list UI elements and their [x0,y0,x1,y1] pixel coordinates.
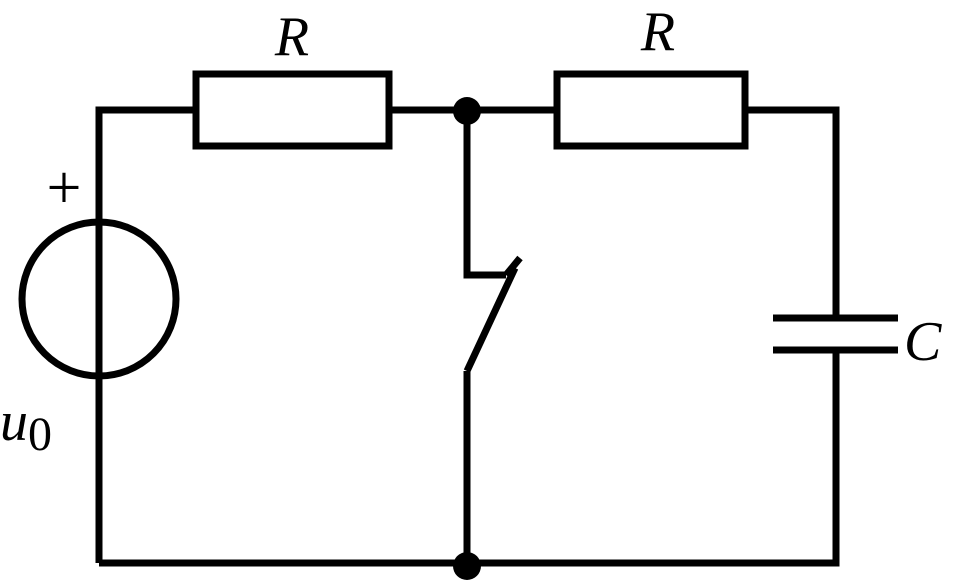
source-label-name: u [0,391,28,453]
resistor-left-label: R [274,6,309,68]
resistor-right-icon [553,70,749,150]
capacitor-icon [773,314,898,354]
wire-switch-upper [463,112,506,279]
wires [95,106,840,567]
wire-right-lower [99,350,840,567]
switch-icon [463,255,523,373]
switch-contact [503,255,523,278]
switch-blade [463,266,519,373]
wire-left-vertical [95,106,196,563]
wire-top-right [745,106,840,320]
source-label: u0 [0,391,52,461]
resistor-left-icon [192,70,393,150]
junction-node-top [453,97,481,125]
source-polarity-label: + [47,154,82,222]
capacitor-label: C [904,311,942,373]
source-label-subscript: 0 [28,408,52,461]
junction-node-bottom [453,552,481,580]
resistor-right-label: R [640,1,675,63]
